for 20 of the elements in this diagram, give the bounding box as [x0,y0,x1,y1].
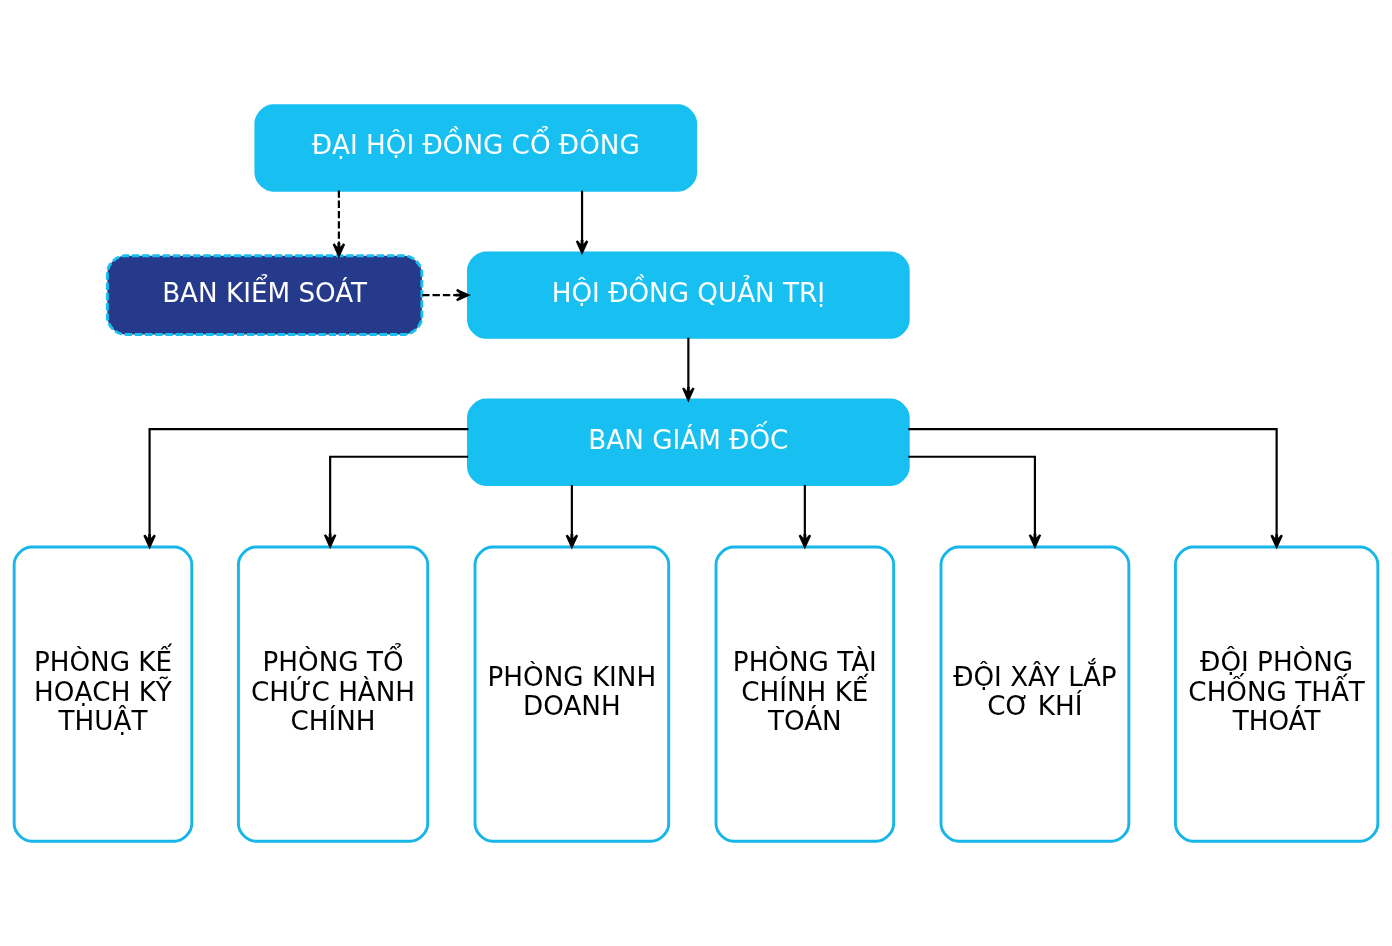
node-box: BAN GIÁM ĐỐC [467,398,910,486]
arrow [323,455,469,548]
arrow [422,288,470,301]
node-box: PHÒNG KINH DOANH [473,545,671,843]
node-box: HỘI ĐỒNG QUẢN TRỊ [467,250,910,339]
node-box: PHÒNG KẾ HOẠCH KỸ THUẬT [12,545,194,843]
arrow [908,427,1283,548]
arrow [908,455,1042,548]
node-box: BAN KIỂM SOÁT [105,253,424,336]
arrow [575,190,589,254]
node-box: ĐỘI PHÒNG CHỐNG THẤT THOÁT [1173,545,1380,843]
arrow [143,427,469,548]
arrow [798,484,812,548]
arrow [565,484,579,548]
node-box: PHÒNG TÀI CHÍNH KẾ TOÁN [714,545,896,843]
node-box: PHÒNG TỔ CHỨC HÀNH CHÍNH [236,545,430,843]
node-box: ĐỘI XÂY LẮP CƠ KHÍ [939,545,1131,843]
arrow [682,337,695,401]
arrow [332,190,346,257]
node-box: ĐẠI HỘI ĐỒNG CỔ ĐÔNG [254,103,698,192]
